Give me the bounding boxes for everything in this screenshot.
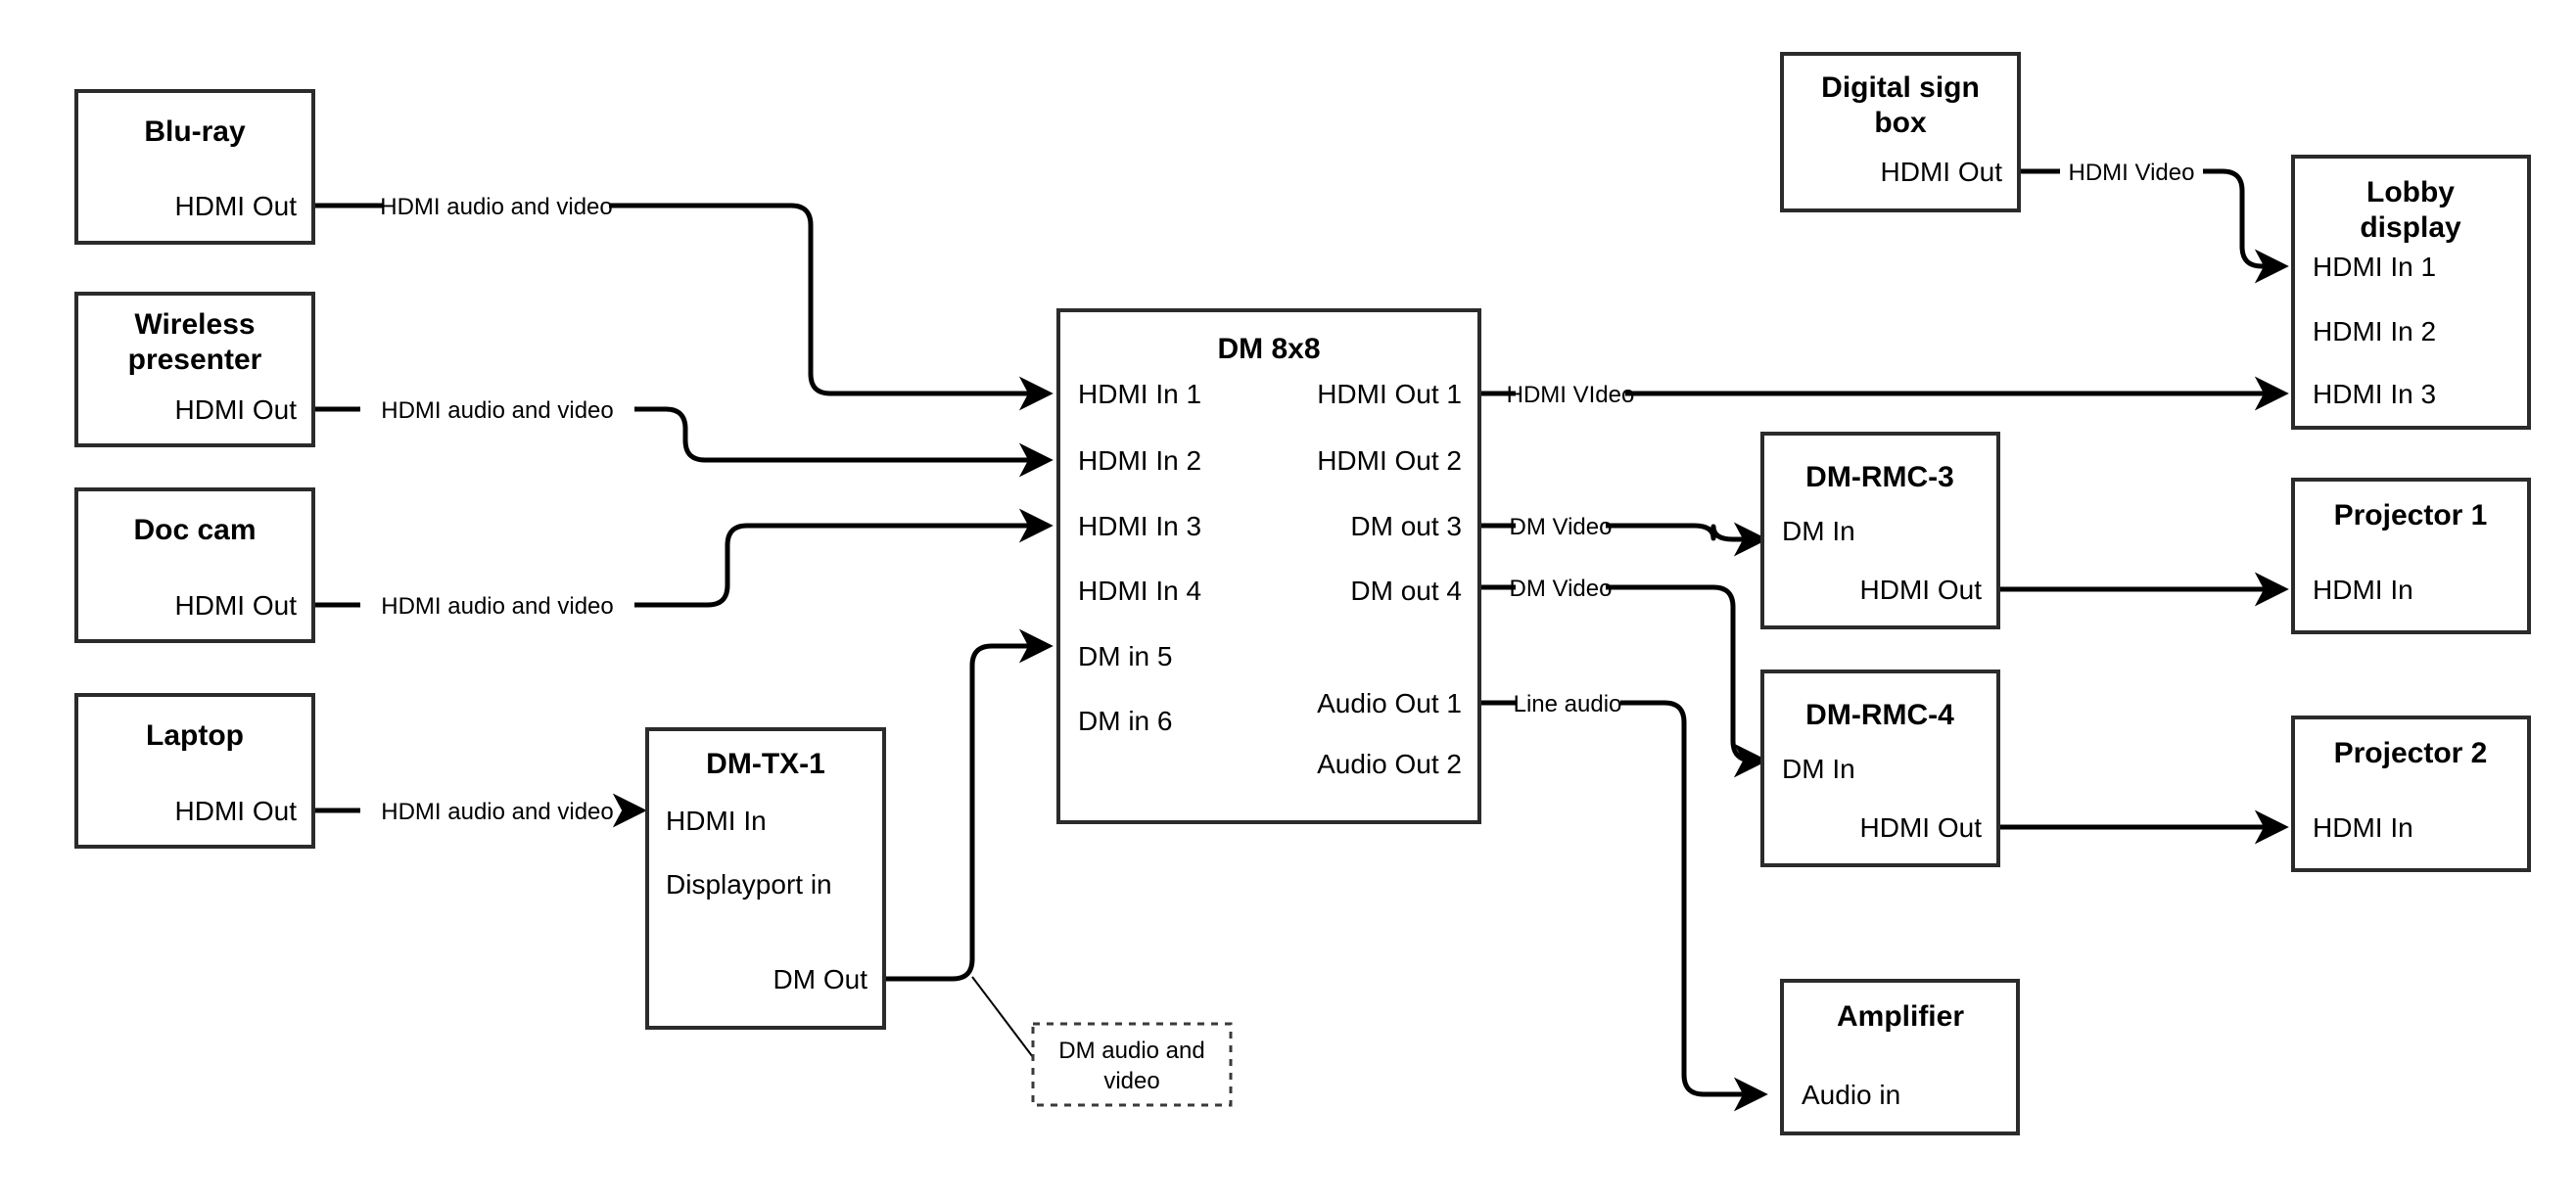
callout-box (1031, 1022, 1233, 1107)
dm-8x8-input-hdmi-in-1: HDMI In 1 (1078, 379, 1201, 409)
wire-dm8x8-dmout4-to-rmc4 (1479, 584, 1762, 761)
device-wireless-presenter[interactable]: Wireless presenter HDMI Out (74, 292, 315, 447)
dm-rmc-4-port-dm-in: DM In (1782, 754, 1855, 784)
laptop-port-hdmi-out: HDMI Out (175, 796, 298, 826)
edge-label-dmout4-to-rmc4: DM Video (1510, 576, 1613, 602)
dm-8x8-output-hdmi-out-1: HDMI Out 1 (1317, 379, 1462, 409)
digital-sign-box-title-line2: box (1874, 107, 1927, 139)
dm-8x8-output-audio-out-1: Audio Out 1 (1317, 688, 1462, 718)
digital-sign-box-port-hdmi-out: HDMI Out (1881, 157, 2003, 187)
projector-1-box[interactable] (2291, 478, 2531, 634)
device-doc-cam[interactable]: Doc cam HDMI Out (74, 487, 315, 643)
digital-sign-box-box[interactable] (1780, 52, 2021, 212)
dm-8x8-input-hdmi-in-3: HDMI In 3 (1078, 511, 1201, 541)
dm-tx-1-port-hdmi-in: HDMI In (666, 806, 767, 836)
lobby-display-box[interactable] (2291, 155, 2531, 430)
edge-label-dmout3-to-rmc3: DM Video (1510, 514, 1613, 540)
device-bluray[interactable]: Blu-ray HDMI Out (74, 89, 315, 245)
lobby-display-input-hdmi-in-1: HDMI In 1 (2313, 252, 2436, 282)
device-dm-tx-1[interactable]: DM-TX-1 HDMI In Displayport in DM Out (645, 727, 886, 1030)
bluray-port-hdmi-out: HDMI Out (175, 191, 298, 221)
wire-wireless-to-dm8x8-hdmi-in-2 (313, 406, 1048, 460)
dm-8x8-input-hdmi-in-4: HDMI In 4 (1078, 576, 1201, 606)
wireless-presenter-box[interactable] (74, 292, 315, 447)
edge-label-sign-to-lobby: HDMI Video (2069, 160, 2195, 186)
dm-8x8-input-dm-in-5: DM in 5 (1078, 641, 1172, 671)
dm-rmc-3-port-dm-in: DM In (1782, 516, 1855, 546)
device-laptop[interactable]: Laptop HDMI Out (74, 693, 315, 849)
projector-2-title: Projector 2 (2334, 737, 2488, 769)
lobby-display-title-line1: Lobby (2366, 176, 2455, 208)
dm-rmc-3-title: DM-RMC-3 (1805, 461, 1954, 493)
device-projector-1[interactable]: Projector 1 HDMI In (2291, 478, 2531, 634)
lobby-display-title-line2: display (2360, 211, 2461, 244)
bluray-box[interactable] (74, 89, 315, 245)
dm-8x8-title: DM 8x8 (1217, 333, 1320, 365)
dm-8x8-input-dm-in-6: DM in 6 (1078, 706, 1172, 736)
amplifier-title: Amplifier (1837, 1000, 1964, 1033)
wireless-presenter-title-line1: Wireless (134, 308, 255, 341)
edge-label-audioout1-to-amplifier: Line audio (1514, 691, 1622, 717)
wire-dm8x8-dmout3-to-rmc3 (1479, 526, 1762, 539)
dm-tx-1-port-dm-out: DM Out (773, 964, 868, 994)
device-dm-rmc-4[interactable]: DM-RMC-4 DM In HDMI Out (1760, 670, 2000, 867)
edge-label-laptop-to-dmtx1: HDMI audio and video (381, 799, 613, 825)
lobby-display-input-hdmi-in-3: HDMI In 3 (2313, 379, 2436, 409)
bluray-title: Blu-ray (144, 115, 246, 148)
edge-label-doccam-to-dm8x8: HDMI audio and video (381, 593, 613, 620)
dm-8x8-output-dm-out-4: DM out 4 (1350, 576, 1462, 606)
amplifier-port-audio-in: Audio in (1802, 1080, 1900, 1110)
projector-1-port-hdmi-in: HDMI In (2313, 575, 2413, 605)
edge-label-layer: HDMI audio and video HDMI audio and vide… (380, 160, 2194, 825)
lobby-display-input-hdmi-in-2: HDMI In 2 (2313, 316, 2436, 346)
dm-8x8-output-audio-out-2: Audio Out 2 (1317, 749, 1462, 779)
dm-tx-1-port-displayport-in: Displayport in (666, 869, 832, 900)
wire-bluray-to-dm8x8-hdmi-in-1 (313, 203, 1048, 393)
projector-2-box[interactable] (2291, 716, 2531, 872)
doc-cam-box[interactable] (74, 487, 315, 643)
callout-leader-line (971, 976, 1043, 1070)
wire-doccam-to-dm8x8-hdmi-in-3 (313, 526, 1048, 608)
device-dm-8x8[interactable]: DM 8x8 HDMI In 1 HDMI In 2 HDMI In 3 HDM… (1056, 308, 1481, 824)
edge-label-wireless-to-dm8x8: HDMI audio and video (381, 397, 613, 424)
wireless-presenter-title-line2: presenter (128, 344, 262, 376)
callout-label-line2: video (1103, 1068, 1159, 1094)
doc-cam-title: Doc cam (133, 514, 256, 546)
wire-sign-to-lobby-hdmi-in-1 (2019, 168, 2283, 266)
device-digital-sign-box[interactable]: Digital sign box HDMI Out (1780, 52, 2021, 212)
device-amplifier[interactable]: Amplifier Audio in (1780, 979, 2020, 1135)
projector-2-port-hdmi-in: HDMI In (2313, 812, 2413, 843)
dm-8x8-input-hdmi-in-2: HDMI In 2 (1078, 445, 1201, 476)
laptop-box[interactable] (74, 693, 315, 849)
edge-label-bluray-to-dm8x8: HDMI audio and video (380, 194, 612, 220)
digital-sign-box-title-line1: Digital sign (1821, 71, 1980, 104)
wire-dmtx1-to-dm8x8-dm-in-5 (884, 628, 1054, 982)
dm-tx-1-title: DM-TX-1 (706, 748, 825, 780)
wire-dm8x8-audioout1-to-amplifier (1479, 700, 1762, 1094)
device-dm-rmc-3[interactable]: DM-RMC-3 DM In HDMI Out (1760, 432, 2000, 629)
dm-tx-1-box[interactable] (645, 727, 886, 1030)
edge-label-hdmiout1-to-lobby: HDMI VIdeo (1507, 382, 1635, 408)
dm-rmc-3-box[interactable] (1760, 432, 2000, 629)
wire-layer (313, 168, 2283, 1094)
dm-8x8-output-hdmi-out-2: HDMI Out 2 (1317, 445, 1462, 476)
laptop-title: Laptop (146, 719, 244, 752)
amplifier-box[interactable] (1780, 979, 2020, 1135)
dm-8x8-output-dm-out-3: DM out 3 (1350, 511, 1462, 541)
device-projector-2[interactable]: Projector 2 HDMI In (2291, 716, 2531, 872)
dm-rmc-4-box[interactable] (1760, 670, 2000, 867)
dm-rmc-4-port-hdmi-out: HDMI Out (1860, 812, 1983, 843)
dm-rmc-4-title: DM-RMC-4 (1805, 699, 1954, 731)
projector-1-title: Projector 1 (2334, 499, 2488, 531)
dm-rmc-3-port-hdmi-out: HDMI Out (1860, 575, 1983, 605)
callout-dm-audio-and-video: DM audio and video (1031, 1022, 1233, 1107)
device-lobby-display[interactable]: Lobby display HDMI In 1 HDMI In 2 HDMI I… (2291, 155, 2531, 430)
callout-label-line1: DM audio and (1058, 1038, 1204, 1064)
dm-8x8-box[interactable] (1056, 308, 1481, 824)
wireless-presenter-port-hdmi-out: HDMI Out (175, 394, 298, 425)
doc-cam-port-hdmi-out: HDMI Out (175, 590, 298, 621)
